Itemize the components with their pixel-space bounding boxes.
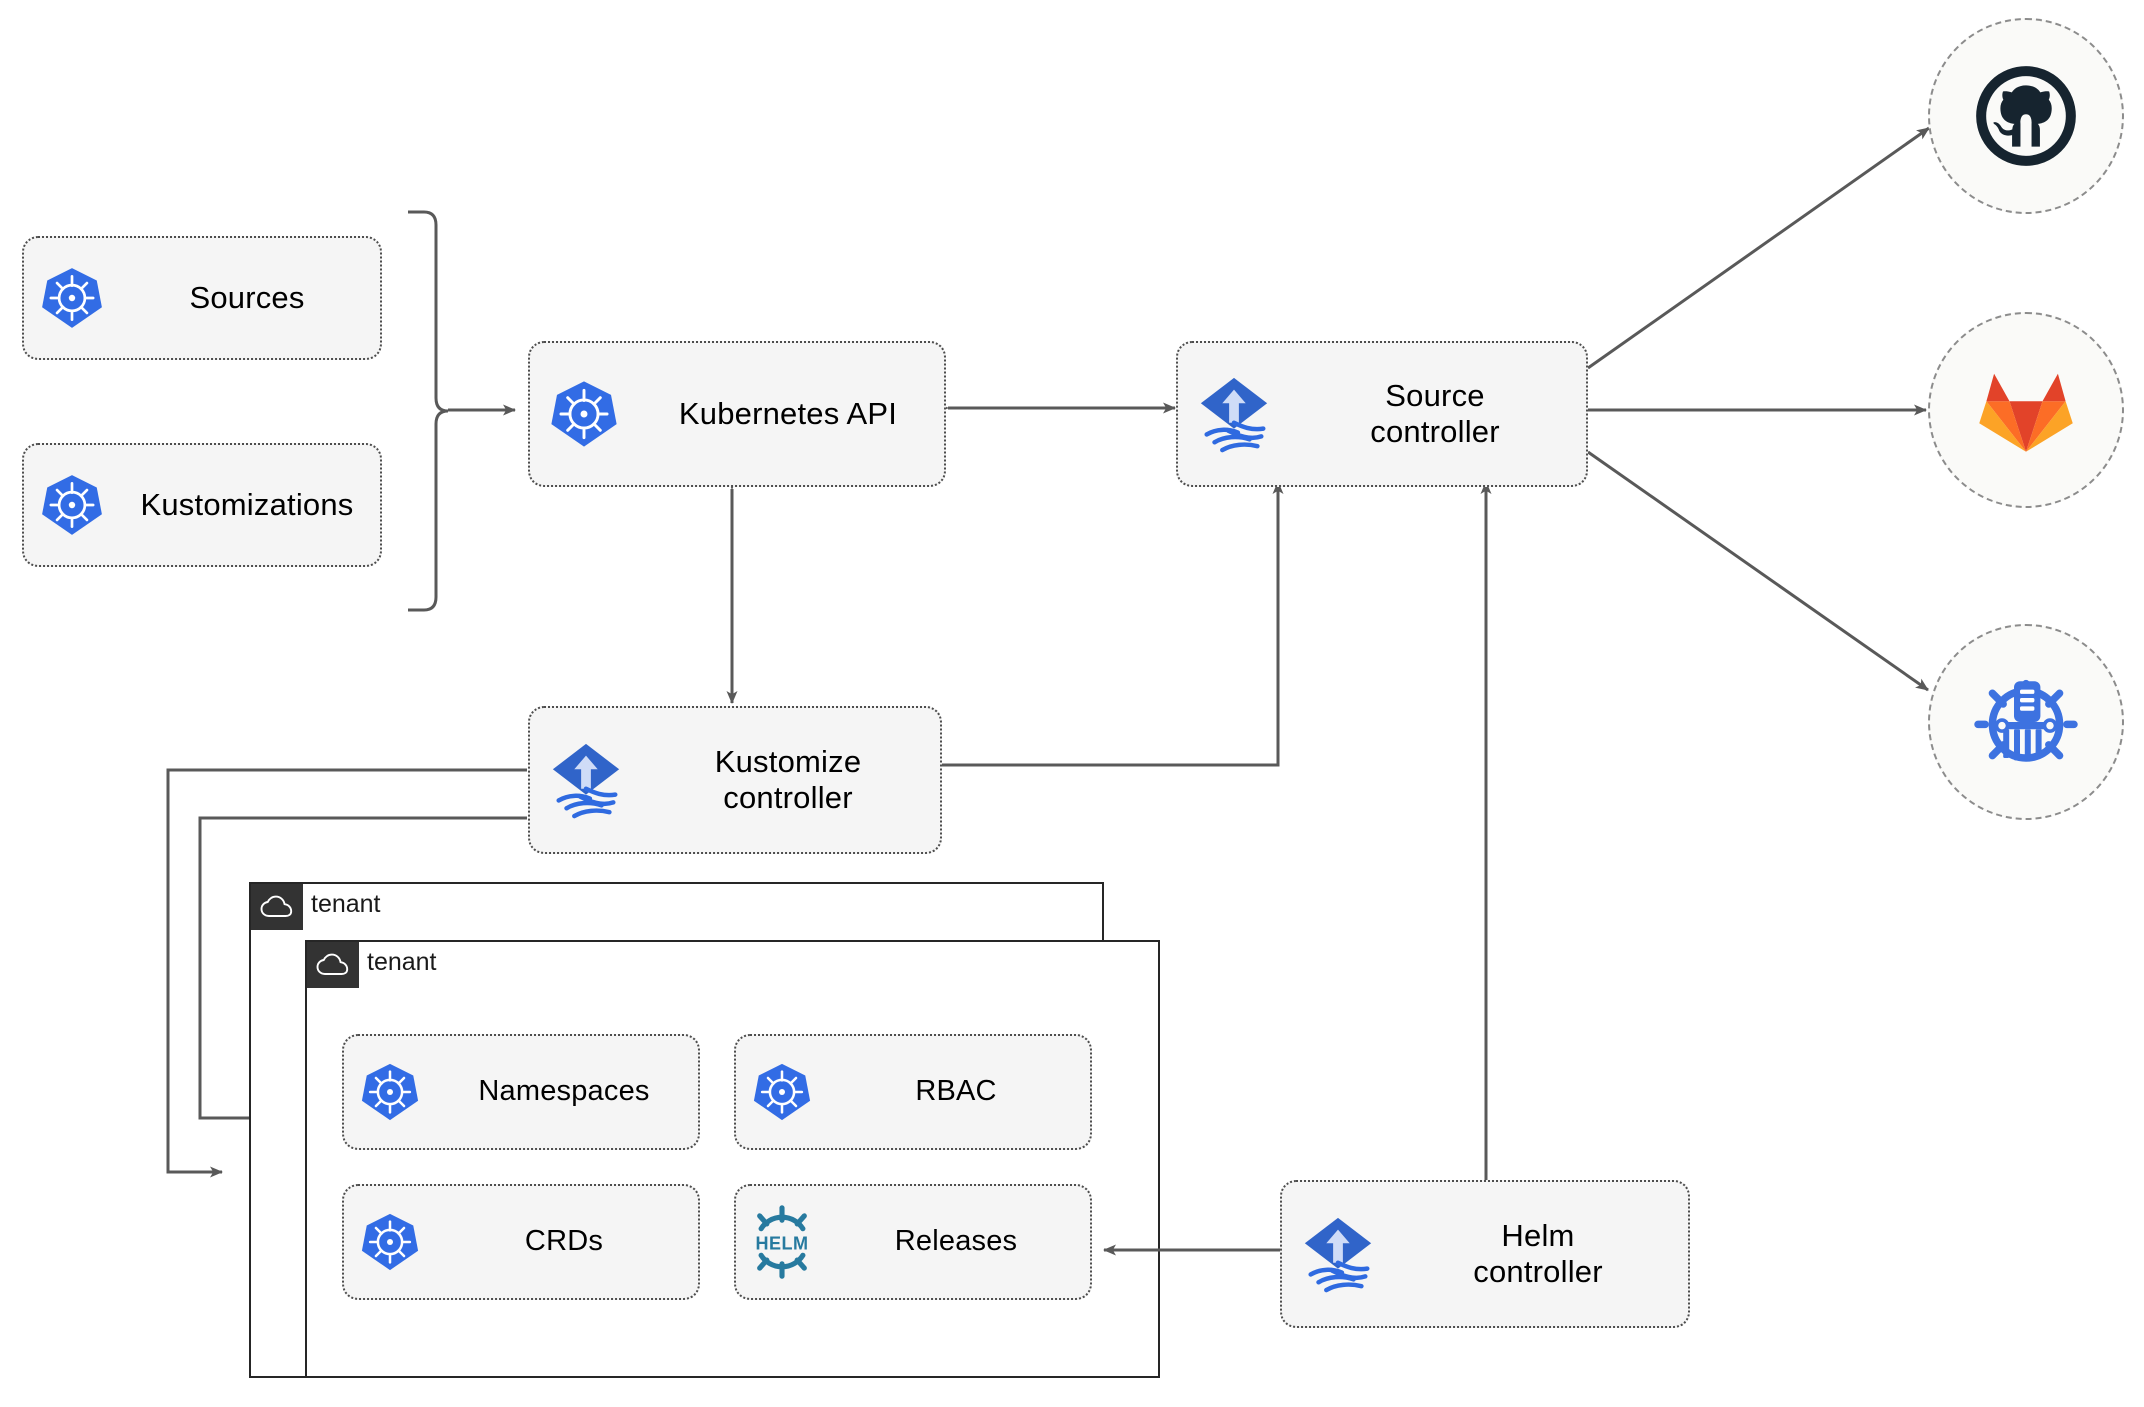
node-kubernetes-api[interactable]: Kubernetes API bbox=[528, 341, 946, 487]
node-crds[interactable]: CRDs bbox=[342, 1184, 700, 1300]
tenant-tab-back bbox=[251, 884, 303, 930]
kubernetes-icon bbox=[24, 265, 120, 331]
node-helm-controller[interactable]: Helm controller bbox=[1280, 1180, 1690, 1328]
cloud-icon bbox=[316, 953, 349, 975]
wire-kustomize-to-source bbox=[942, 481, 1284, 767]
kubernetes-icon bbox=[530, 378, 638, 450]
node-label: Namespaces bbox=[478, 1075, 650, 1108]
provider-github[interactable] bbox=[1928, 18, 2124, 214]
node-releases[interactable]: HELM Releases bbox=[734, 1184, 1092, 1300]
flux-icon bbox=[530, 740, 642, 820]
flux-icon bbox=[1282, 1214, 1394, 1294]
kubernetes-icon bbox=[344, 1061, 436, 1123]
tenant-window-front[interactable]: tenant bbox=[305, 940, 1160, 1378]
wire-source-to-github bbox=[1587, 126, 1930, 370]
kubernetes-icon bbox=[344, 1211, 436, 1273]
node-label: Releases bbox=[894, 1225, 1018, 1258]
gitlab-icon bbox=[1979, 373, 2073, 452]
wire-kustomize-to-tenant-back bbox=[166, 768, 527, 1178]
node-label: Source controller bbox=[1370, 378, 1500, 449]
node-label: CRDs bbox=[524, 1225, 604, 1258]
node-namespaces[interactable]: Namespaces bbox=[342, 1034, 700, 1150]
tenant-title-front: tenant bbox=[367, 948, 437, 976]
node-label: Sources bbox=[189, 280, 305, 316]
wire-source-to-oci bbox=[1587, 450, 1929, 692]
node-rbac[interactable]: RBAC bbox=[734, 1034, 1092, 1150]
node-kustomize-controller[interactable]: Kustomize controller bbox=[528, 706, 942, 854]
flux-icon bbox=[1178, 374, 1290, 454]
node-label: Kustomize controller bbox=[714, 744, 862, 815]
oci-registry-icon bbox=[1974, 679, 2078, 762]
tenant-title-back: tenant bbox=[311, 890, 381, 918]
node-label: Kustomizations bbox=[140, 487, 354, 523]
svg-text:HELM: HELM bbox=[756, 1234, 809, 1254]
provider-gitlab[interactable] bbox=[1928, 312, 2124, 508]
node-sources[interactable]: Sources bbox=[22, 236, 382, 360]
cloud-icon bbox=[260, 895, 293, 917]
github-icon bbox=[1976, 66, 2076, 166]
node-label: RBAC bbox=[915, 1075, 997, 1108]
node-label: Helm controller bbox=[1473, 1218, 1603, 1289]
provider-oci-registry[interactable] bbox=[1928, 624, 2124, 820]
tenant-tab-front bbox=[307, 942, 359, 988]
kubernetes-icon bbox=[24, 472, 120, 538]
kubernetes-icon bbox=[736, 1061, 828, 1123]
helm-icon: HELM bbox=[736, 1204, 828, 1280]
node-label: Kubernetes API bbox=[678, 396, 898, 432]
node-kustomizations[interactable]: Kustomizations bbox=[22, 443, 382, 567]
node-source-controller[interactable]: Source controller bbox=[1176, 341, 1588, 487]
